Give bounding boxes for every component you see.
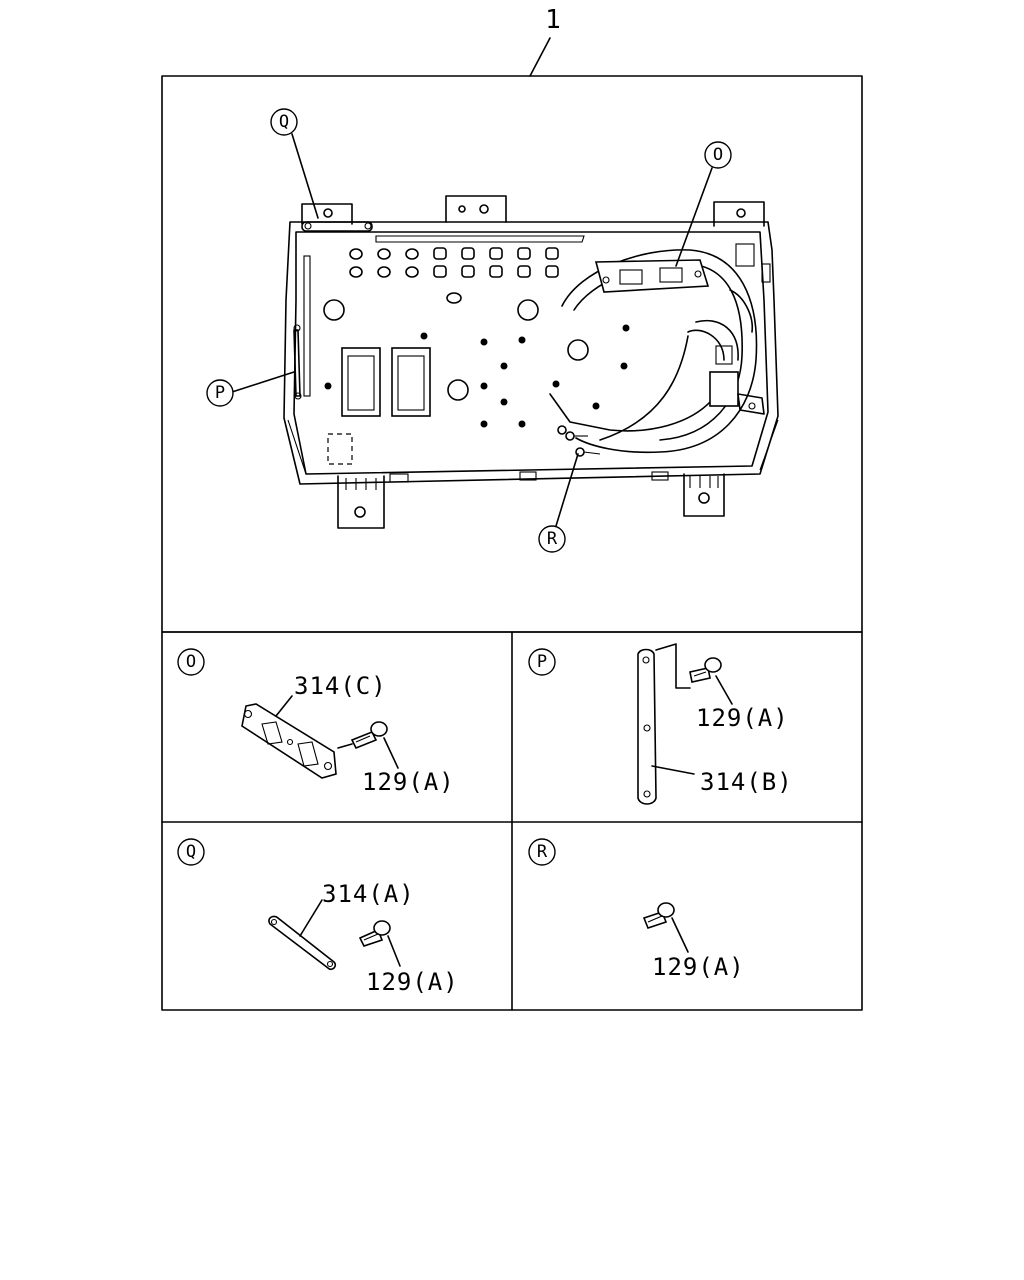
svg-text:P: P — [215, 383, 225, 403]
reinforcement-strap-314b — [637, 648, 657, 805]
detail-r-tag: R — [537, 842, 548, 862]
detail-q-tag: Q — [186, 842, 196, 862]
callout-q-leader — [291, 133, 319, 219]
callout-q: Q — [270, 108, 298, 136]
part-129a-r-label: 129(A) — [652, 953, 745, 981]
screw-129a-r — [642, 902, 675, 929]
screw-129a-p — [689, 657, 722, 683]
part-129a-q-label: 129(A) — [366, 968, 459, 996]
reinforcement-plate-314c — [241, 703, 337, 779]
svg-text:O: O — [713, 145, 723, 165]
callout-r-leader — [555, 453, 579, 527]
detail-o-tag: O — [186, 652, 196, 672]
reinforcement-strap-314a — [268, 915, 337, 971]
callout-o: O — [704, 141, 732, 169]
svg-text:Q: Q — [279, 112, 289, 132]
part-314c-label: 314(C) — [294, 672, 387, 700]
callout-p-leader — [231, 371, 295, 393]
svg-text:R: R — [547, 529, 558, 549]
part-314a-label: 314(A) — [322, 880, 415, 908]
callout-p: P — [206, 379, 234, 407]
callout-o-leader — [675, 167, 713, 267]
screw-129a-q — [358, 920, 391, 947]
detail-p: P 129(A) 314(B) — [528, 643, 793, 805]
detail-p-tag: P — [537, 652, 547, 672]
screw-129a-o — [337, 721, 388, 750]
detail-o: O 314(C) 129(A) — [177, 648, 455, 796]
assembly-ref-label: 1 — [545, 5, 561, 35]
detail-r: R 129(A) — [528, 838, 745, 981]
part-129a-p-label: 129(A) — [696, 704, 789, 732]
callout-r: R — [538, 525, 566, 553]
detail-q: Q 314(A) 129(A) — [177, 838, 459, 996]
instrument-cluster-drawing — [283, 195, 779, 529]
assembly-ref-leader — [529, 37, 551, 77]
part-314b-label: 314(B) — [700, 768, 793, 796]
part-129a-o-label: 129(A) — [362, 768, 455, 796]
